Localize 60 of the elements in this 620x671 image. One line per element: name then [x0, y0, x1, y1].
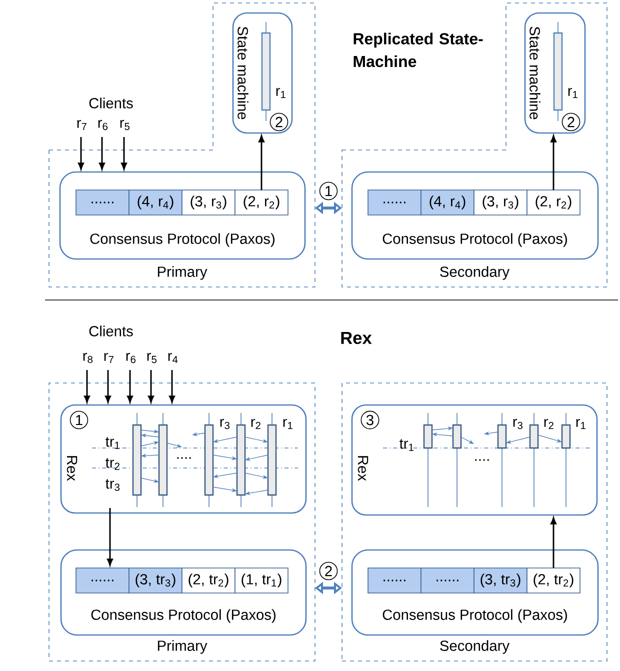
log-entry-cell: (1, tr$_{1}$) — [234, 568, 288, 594]
step-number: 1 — [319, 182, 338, 200]
arrow — [550, 135, 556, 190]
arrow — [127, 370, 133, 403]
arrow — [258, 135, 264, 190]
step-number: 2 — [562, 112, 580, 132]
text-label: r$_{2}$ — [544, 418, 554, 430]
edge-label: r$_{7}$ — [102, 352, 116, 364]
edge-label: r$_{5}$ — [145, 352, 159, 364]
log-entry-cell: ...... — [76, 568, 130, 594]
log-entry-cell: ...... — [420, 568, 474, 594]
edge-label: r$_{7}$ — [75, 118, 89, 132]
arrow — [107, 508, 113, 566]
arrow — [169, 370, 175, 403]
text-label: r$_{1}$ — [283, 418, 292, 430]
text-label: r$_{1}$ — [276, 88, 286, 98]
text-label: r$_{3}$ — [220, 418, 230, 430]
log-entry-cell: ...... — [368, 568, 422, 594]
text-label: r$_{2}$ — [251, 418, 260, 430]
text-label: Clients — [89, 326, 133, 336]
text-label: tr$_{3}$ — [106, 479, 120, 491]
arrow — [99, 137, 105, 170]
log-entry-cell: ...... — [368, 190, 422, 216]
edge-label: r$_{6}$ — [96, 118, 110, 132]
log-entry-cell: ...... — [76, 190, 130, 216]
log-entry-cell: (3, r$_{3}$) — [474, 190, 528, 216]
edge-label: r$_{5}$ — [118, 118, 132, 132]
section-title: Rex — [341, 332, 372, 344]
text-label: Clients — [89, 98, 133, 108]
arrow — [148, 370, 154, 403]
arrow — [121, 137, 127, 170]
log-entry-cell: (3, r$_{3}$) — [182, 190, 236, 216]
text-label: .... — [475, 459, 489, 461]
edge-label: r$_{6}$ — [124, 352, 138, 364]
arrow — [84, 370, 90, 403]
arrow — [105, 370, 111, 403]
arrow — [78, 137, 84, 170]
text-label: .... — [177, 457, 191, 459]
text-label: tr$_{1}$ — [400, 439, 414, 451]
text-label: tr$_{1}$ — [106, 437, 120, 449]
log-entry-cell: (2, tr$_{2}$) — [182, 568, 236, 594]
step-number: 3 — [360, 410, 380, 430]
text-label: r$_{1}$ — [568, 88, 578, 98]
edge-label: r$_{8}$ — [81, 352, 95, 364]
edge-label: r$_{4}$ — [166, 352, 180, 364]
section-title: Replicated State-Machine — [354, 32, 483, 68]
text-label: r$_{3}$ — [513, 418, 522, 430]
log-entry-cell: (3, tr$_{3}$) — [474, 568, 528, 594]
text-label: r$_{1}$ — [576, 418, 586, 430]
step-number: 2 — [270, 112, 288, 132]
log-entry-cell: (2, tr$_{2}$) — [526, 568, 580, 594]
log-entry-cell: (3, tr$_{3}$) — [128, 568, 182, 594]
log-entry-cell: (4, r$_{4}$) — [128, 190, 182, 216]
log-entry-cell: (2, r$_{2}$) — [526, 190, 580, 216]
log-entry-cell: (4, r$_{4}$) — [420, 190, 474, 216]
log-entry-cell: (2, r$_{2}$) — [234, 190, 288, 216]
text-label: tr$_{2}$ — [106, 458, 120, 470]
arrow — [550, 517, 556, 568]
step-number: 1 — [70, 410, 88, 430]
step-number: 2 — [319, 562, 338, 580]
